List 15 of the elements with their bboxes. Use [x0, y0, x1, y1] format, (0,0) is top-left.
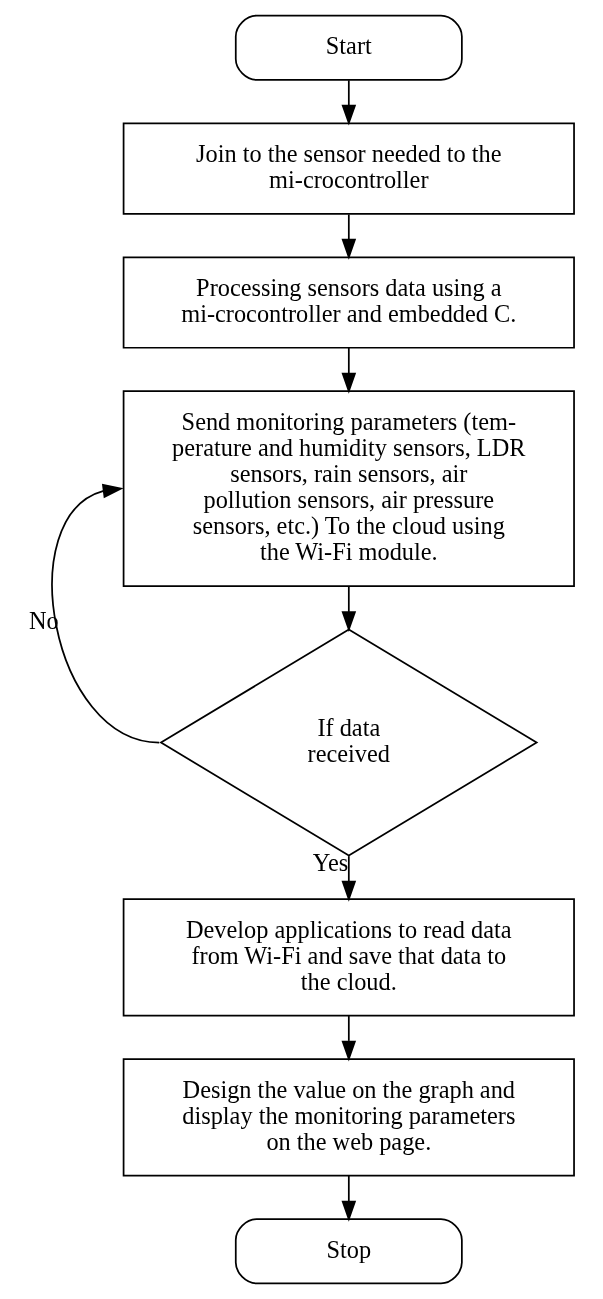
node-box: Stop: [234, 1218, 463, 1285]
node-box: Develop applications to read data from Wi-Fi and save that data to the cloud.: [122, 898, 575, 1017]
node-box: Send monitoring parameters (tem-perature and humidity sensors, LDR sensors, rain sensors, air pollution sensors, air pressure sensors, etc.) To the cloud using the Wi-Fi module.: [122, 390, 575, 587]
arrow: [341, 347, 357, 394]
arrow: [341, 1175, 357, 1222]
arrow: [341, 855, 357, 902]
node-box: Join to the sensor needed to the mi-crocontroller: [122, 122, 575, 215]
node-box: Design the value on the graph and display the monitoring parameters on the web page.: [122, 1058, 575, 1177]
arrow: [341, 213, 357, 260]
node-box: Processing sensors data using a mi-crocontroller and embedded C.: [122, 256, 575, 349]
arrow: [341, 585, 357, 633]
arrow: [341, 79, 357, 126]
arrow: [51, 483, 161, 744]
arrow: [341, 1015, 357, 1062]
node-box: Start: [234, 14, 463, 81]
